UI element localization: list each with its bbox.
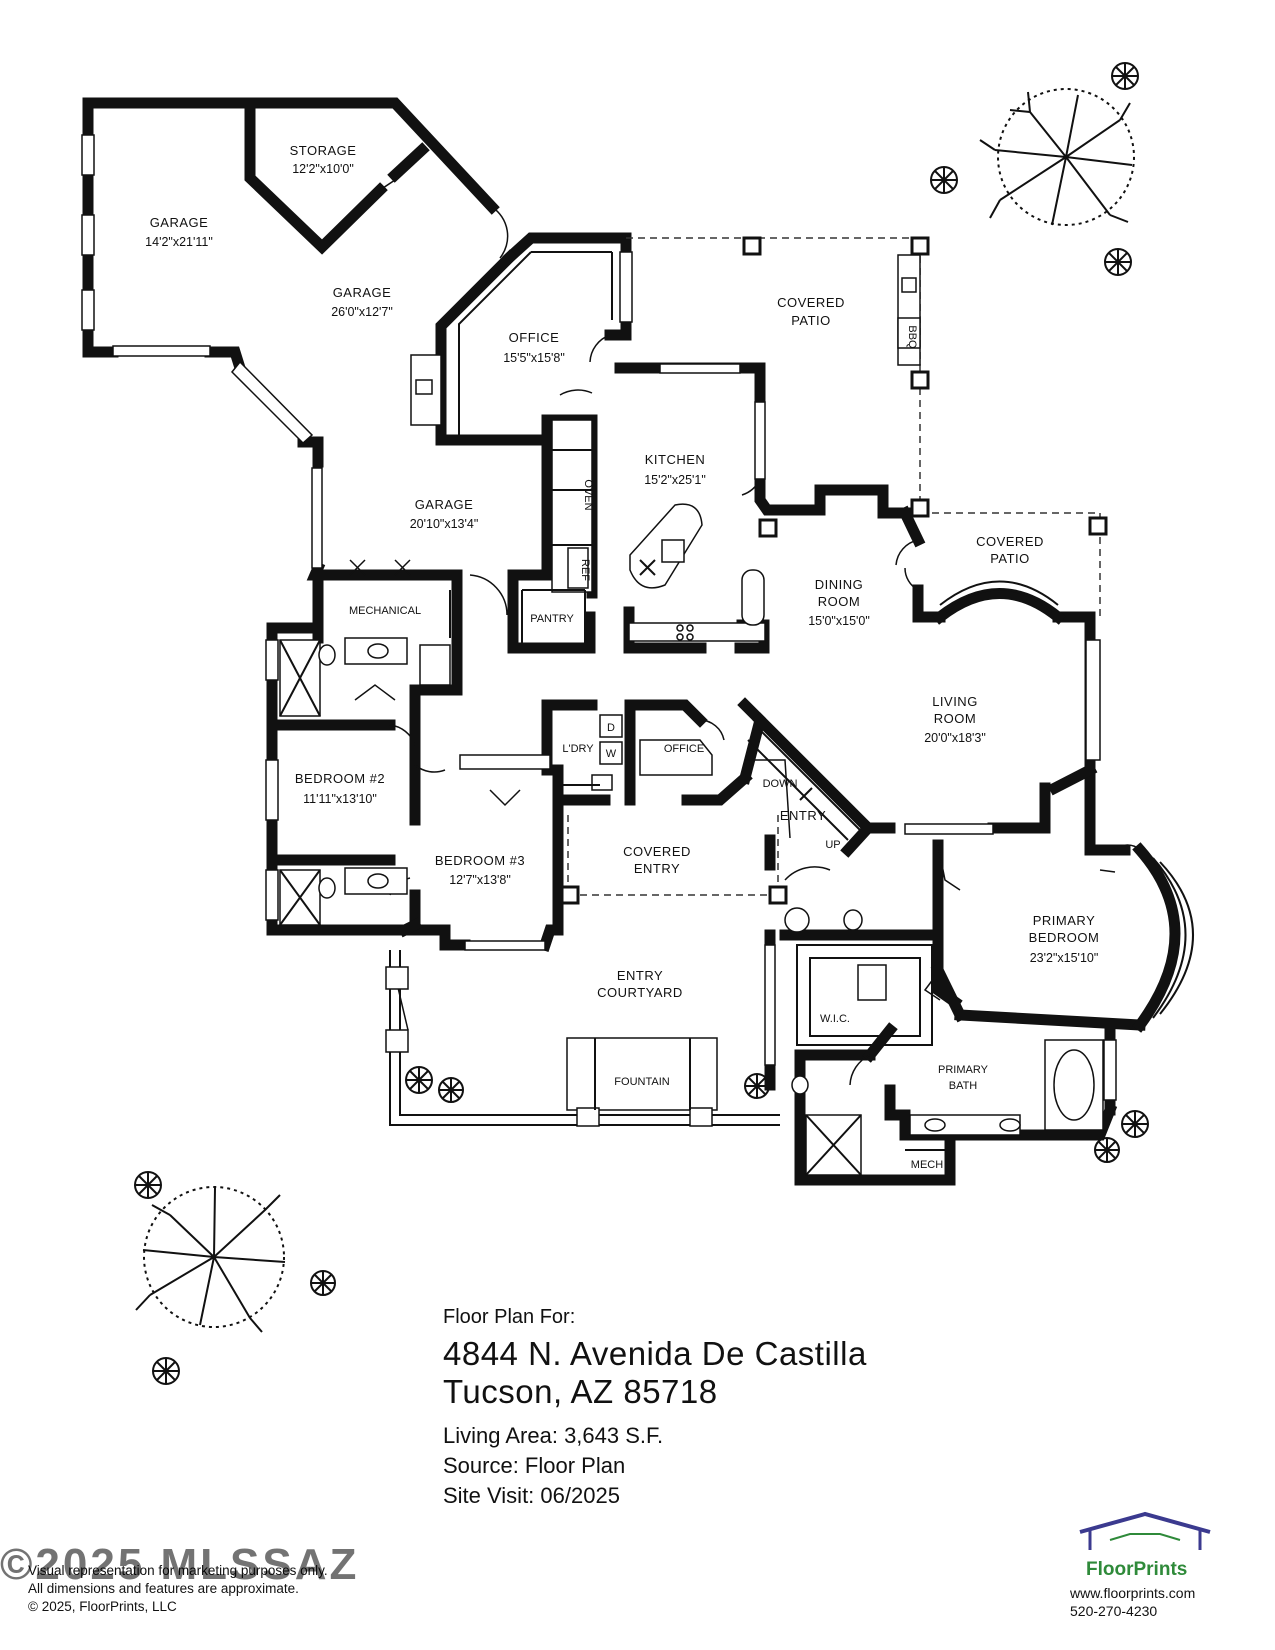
primary-bath-line2: BATH (949, 1080, 978, 1092)
living-dim: 20'0"x18'3" (924, 731, 986, 745)
bbq-label: BBQ (906, 325, 918, 349)
disclaimer: Visual representation for marketing purp… (28, 1562, 328, 1616)
pantry-label: PANTRY (530, 613, 574, 625)
garage2-dim: 26'0"x12'7" (331, 305, 393, 319)
storage-label: STORAGE (290, 143, 357, 158)
primary-bedroom-line1: PRIMARY (1033, 913, 1096, 928)
dryer-label: D (607, 722, 615, 734)
brand-phone: 520-270-4230 (1070, 1603, 1158, 1619)
watermark: ©2025 MLSSAZ (0, 1540, 360, 1589)
doors (349, 177, 1141, 1086)
storage-dim: 12'2"x10'0" (292, 162, 354, 176)
site-visit: Site Visit: 06/2025 (443, 1483, 620, 1508)
primary-bedroom-line2: BEDROOM (1029, 930, 1100, 945)
primary-bedroom-dim: 23'2"x15'10" (1030, 951, 1099, 965)
entry-courtyard-line1: ENTRY (617, 968, 663, 983)
bedroom3-dim: 12'7"x13'8" (449, 873, 511, 887)
living-line2: ROOM (934, 711, 976, 726)
bedroom2-label: BEDROOM #2 (295, 771, 385, 786)
office1-dim: 15'5"x15'8" (503, 351, 565, 365)
tree-icon (135, 1186, 286, 1333)
dining-line1: DINING (815, 577, 864, 592)
covered-patio2-line2: PATIO (990, 551, 1030, 566)
covered-patio1-line2: PATIO (791, 313, 831, 328)
brand-url[interactable]: www.floorprints.com (1070, 1585, 1196, 1601)
disclaimer-line3: © 2025, FloorPrints, LLC (28, 1599, 177, 1614)
city-state-zip: Tucson, AZ 85718 (443, 1373, 718, 1410)
house-logo-icon (1079, 1511, 1211, 1550)
covered-entry-line1: COVERED (623, 844, 691, 859)
covered-patio1-line1: COVERED (777, 295, 845, 310)
mechanical-label: MECHANICAL (349, 605, 421, 617)
walls (82, 97, 1146, 1186)
office1-label: OFFICE (509, 330, 560, 345)
brand-name: FloorPrints (1086, 1559, 1188, 1580)
dining-dim: 15'0"x15'0" (808, 614, 870, 628)
source: Source: Floor Plan (443, 1453, 626, 1478)
kitchen-dim: 15'2"x25'1" (644, 473, 706, 487)
garage1-dim: 14'2"x21'11" (145, 235, 213, 249)
entry-label: ENTRY (780, 808, 826, 823)
floor-plan-for-label: Floor Plan For: (443, 1306, 576, 1328)
living-line1: LIVING (932, 694, 978, 709)
fountain-label: FOUNTAIN (614, 1076, 669, 1088)
ref-label: REF (579, 559, 591, 581)
garage3-label: GARAGE (415, 497, 474, 512)
dining-line2: ROOM (818, 594, 860, 609)
disclaimer-line1: Visual representation for marketing purp… (28, 1563, 328, 1578)
fixtures (279, 251, 1104, 1176)
office2-label: OFFICE (664, 743, 704, 755)
shrub-icon (134, 62, 1149, 1385)
curved-walls (932, 580, 1194, 1033)
bedroom2-dim: 11'11"x13'10" (303, 792, 377, 806)
garage3-dim: 20'10"x13'4" (410, 517, 479, 531)
living-area: Living Area: 3,643 S.F. (443, 1423, 664, 1448)
up-label: UP (825, 839, 840, 851)
washer-label: W (606, 748, 617, 760)
property-info: Floor Plan For: 4844 N. Avenida De Casti… (443, 1306, 1003, 1511)
primary-bath-line1: PRIMARY (938, 1064, 989, 1076)
windows (81, 134, 1117, 1101)
covered-patio2-line1: COVERED (976, 534, 1044, 549)
column-posts (560, 236, 1108, 905)
kitchen-label: KITCHEN (645, 452, 706, 467)
entry-courtyard-line2: COURTYARD (597, 985, 683, 1000)
bedroom3-label: BEDROOM #3 (435, 853, 525, 868)
tree-icon (979, 88, 1135, 226)
garage2-label: GARAGE (333, 285, 392, 300)
street-address: 4844 N. Avenida De Castilla (443, 1335, 867, 1372)
floorprints-brand: FloorPrints www.floorprints.com 520-270-… (1070, 1510, 1260, 1619)
disclaimer-line2: All dimensions and features are approxim… (28, 1581, 299, 1596)
room-labels: STORAGE 12'2"x10'0" GARAGE 14'2"x21'11" … (145, 143, 1099, 1171)
garage1-label: GARAGE (150, 215, 209, 230)
oven-label: OVEN (582, 479, 594, 510)
covered-entry-line2: ENTRY (634, 861, 680, 876)
down-label: DOWN (763, 778, 798, 790)
wic-label: W.I.C. (820, 1013, 850, 1025)
mech-label: MECH (911, 1159, 943, 1171)
laundry-label: L'DRY (562, 743, 594, 755)
